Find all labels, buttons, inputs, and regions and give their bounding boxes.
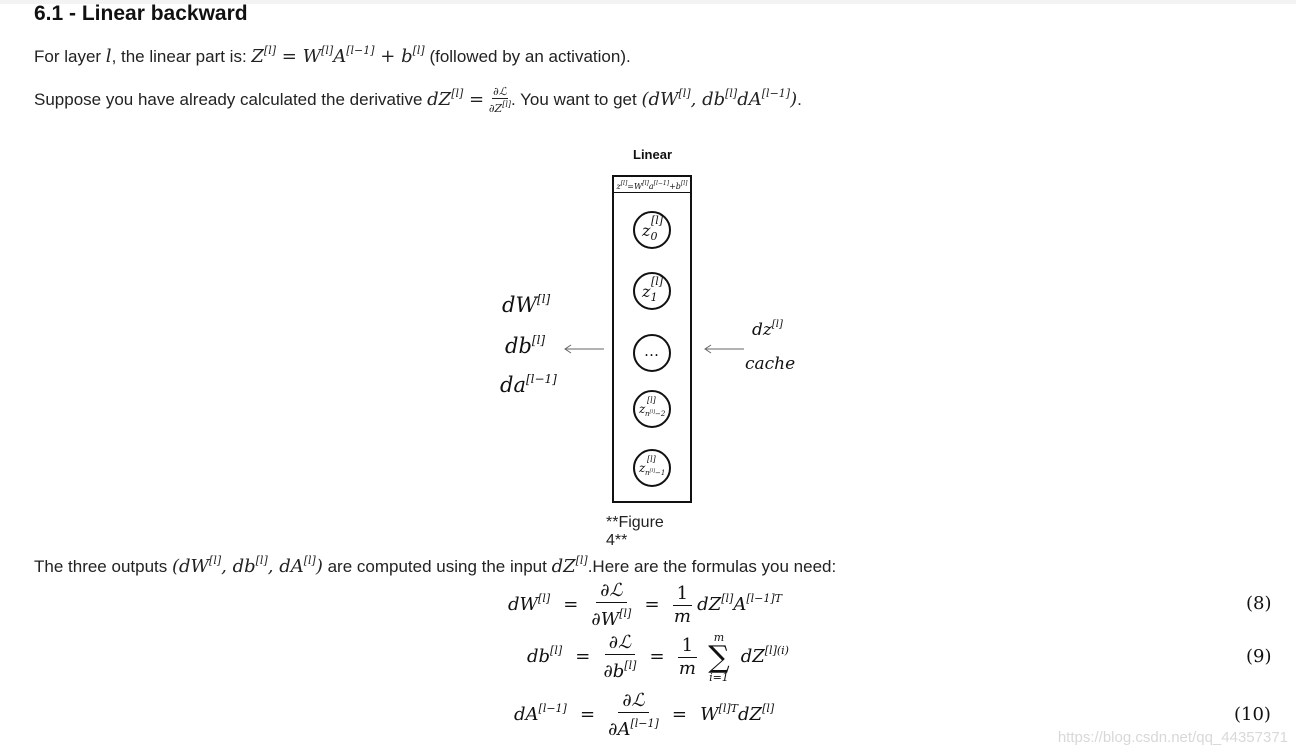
label-cache: cache	[745, 354, 796, 374]
para2-frac-den: ∂Z[l]	[488, 100, 512, 115]
label-dW: dW[l]	[502, 292, 551, 317]
figure-caption: **Figure 4**	[606, 514, 664, 549]
equation-dA: dA[l−1] = ∂ℒ∂A[l−1] = W[l]TdZ[l]	[514, 690, 775, 740]
label-da: da[l−1]	[500, 372, 557, 397]
para2-mid: . You want to get	[511, 89, 642, 109]
paragraph-three-outputs: The three outputs (dW[l], db[l], dA[l]) …	[34, 554, 836, 577]
arrow-left-outputs	[564, 344, 604, 354]
para3-pre: The three outputs	[34, 557, 172, 576]
node-z0: z0[l]	[633, 211, 671, 249]
para2-post: .	[797, 89, 802, 109]
para1-formula: Z[l] = W[l]A[l−1] + b[l]	[251, 44, 425, 67]
paragraph-linear-part: For layer l, the linear part is: Z[l] = …	[34, 44, 631, 67]
para1-var-l: l	[105, 46, 112, 67]
para1-post: (followed by an activation).	[424, 47, 631, 66]
equation-number-10: (10)	[1234, 704, 1271, 725]
label-db: db[l]	[505, 333, 546, 358]
layer-box	[612, 175, 692, 503]
paragraph-derivative: Suppose you have already calculated the …	[34, 86, 802, 115]
para1-mid: , the linear part is:	[111, 47, 252, 66]
para2-fraction: ∂ℒ∂Z[l]	[489, 86, 511, 115]
equation-number-8: (8)	[1246, 593, 1272, 614]
arrow-left-inputs	[704, 344, 744, 354]
top-bar	[0, 0, 1296, 4]
para1-pre: For layer	[34, 47, 106, 66]
para2-formula-lhs: dZ[l] =	[427, 86, 485, 110]
para2-formula-tuple: (dW[l], db[l]dA[l−1])	[641, 86, 798, 110]
equation-number-9: (9)	[1246, 646, 1272, 667]
para3-mid: are computed using the input	[322, 557, 552, 576]
layer-formula: z[l]=W[l]a[l−1]+b[l]	[613, 176, 691, 193]
label-dz: dz[l]	[752, 319, 783, 340]
para3-formula-tuple: (dW[l], db[l], dA[l])	[171, 554, 323, 577]
node-ellipsis: …	[633, 334, 671, 372]
figure-title: Linear	[633, 147, 673, 162]
para2-pre: Suppose you have already calculated the …	[34, 89, 428, 109]
para2-frac-num: ∂ℒ	[492, 85, 508, 99]
para3-formula-input: dZ[l]	[551, 554, 588, 577]
node-zn-minus-2: z[l]n[l]−2	[633, 390, 671, 428]
para3-post: .Here are the formulas you need:	[587, 557, 837, 576]
node-zn-minus-1: z[l]n[l]−1	[633, 449, 671, 487]
watermark: https://blog.csdn.net/qq_44357371	[1057, 729, 1288, 746]
section-heading: 6.1 - Linear backward	[34, 2, 248, 25]
node-z1: z1[l]	[633, 272, 671, 310]
